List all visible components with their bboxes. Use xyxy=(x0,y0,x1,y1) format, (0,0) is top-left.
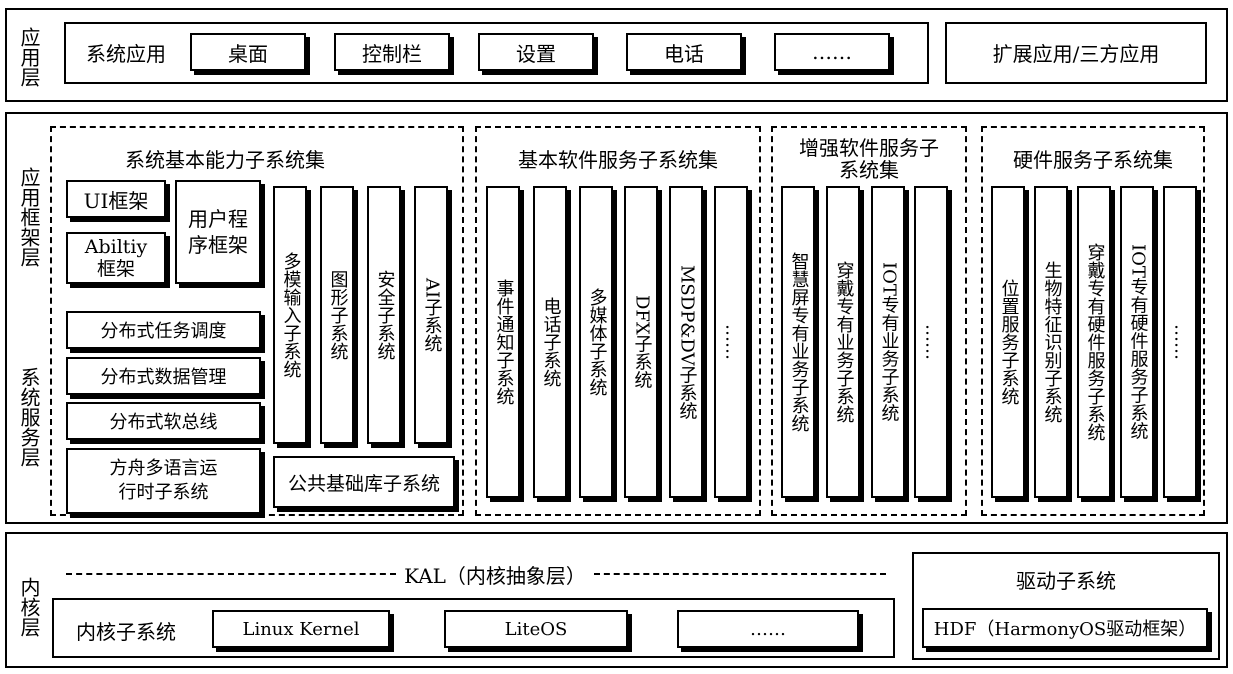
service-layer-label: 系统服务层 xyxy=(17,367,41,467)
basic-capability-group xyxy=(50,126,464,516)
enhanced-software-group xyxy=(771,126,967,516)
multimodal-input-subsystem[interactable]: 多模输入子系统 xyxy=(273,186,307,444)
ability-framework[interactable]: Abiltiy 框架 xyxy=(66,232,166,284)
biometric-subsystem[interactable]: 生物特征识别子系统 xyxy=(1034,186,1068,498)
telephony-subsystem[interactable]: 电话子系统 xyxy=(533,186,567,498)
basic-software-group xyxy=(475,126,761,516)
location-service-subsystem[interactable]: 位置服务子系统 xyxy=(991,186,1025,498)
kal-dashed-line-right xyxy=(594,573,886,575)
enhanced-software-more[interactable]: …… xyxy=(914,186,948,498)
kal-dashed-line-left xyxy=(66,573,396,575)
common-library-subsystem[interactable]: 公共基础库子系统 xyxy=(273,456,455,508)
framework-layer-label: 应用框架层 xyxy=(17,167,41,267)
security-subsystem[interactable]: 安全子系统 xyxy=(367,186,401,444)
app-desktop[interactable]: 桌面 xyxy=(190,33,306,71)
app-phone[interactable]: 电话 xyxy=(626,33,742,71)
dfx-subsystem[interactable]: DFX子系统 xyxy=(624,186,658,498)
wearable-business-subsystem[interactable]: 穿戴专有业务子系统 xyxy=(826,186,860,498)
enhanced-software-title: 增强软件服务子系统集 xyxy=(799,136,939,182)
basic-software-title: 基本软件服务子系统集 xyxy=(518,147,718,172)
kernel-layer-label: 内核层 xyxy=(17,577,41,637)
application-layer-label: 应用层 xyxy=(17,27,41,87)
app-more[interactable]: …… xyxy=(774,33,890,71)
ark-runtime-subsystem[interactable]: 方舟多语言运行时子系统 xyxy=(66,448,261,514)
system-apps-label: 系统应用 xyxy=(86,41,166,66)
kernel-liteos[interactable]: LiteOS xyxy=(444,610,628,648)
basic-capability-title: 系统基本能力子系统集 xyxy=(125,147,325,172)
msdp-dv-subsystem[interactable]: MSDP&DV子系统 xyxy=(669,186,703,498)
hdf-framework[interactable]: HDF（HarmonyOS驱动框架） xyxy=(922,608,1208,648)
driver-subsystem-title: 驱动子系统 xyxy=(1016,568,1116,593)
iot-hardware-subsystem[interactable]: IOT专有硬件服务子系统 xyxy=(1120,186,1154,498)
user-program-framework[interactable]: 用户程序框架 xyxy=(175,180,261,284)
ai-subsystem[interactable]: AI子系统 xyxy=(414,186,448,444)
event-notification-subsystem[interactable]: 事件通知子系统 xyxy=(486,186,520,498)
distributed-soft-bus[interactable]: 分布式软总线 xyxy=(66,402,261,440)
kal-label: KAL（内核抽象层） xyxy=(404,563,586,588)
basic-software-more[interactable]: …… xyxy=(714,186,748,498)
iot-business-subsystem[interactable]: IOT专有业务子系统 xyxy=(871,186,905,498)
wearable-hardware-subsystem[interactable]: 穿戴专有硬件服务子系统 xyxy=(1077,186,1111,498)
extension-apps-panel xyxy=(945,22,1207,84)
app-settings[interactable]: 设置 xyxy=(478,33,594,71)
ui-framework[interactable]: UI框架 xyxy=(66,180,166,218)
kernel-linux[interactable]: Linux Kernel xyxy=(212,610,390,648)
distributed-data-management[interactable]: 分布式数据管理 xyxy=(66,357,261,395)
hardware-more[interactable]: …… xyxy=(1163,186,1197,498)
kernel-more[interactable]: …… xyxy=(677,610,859,648)
kernel-subsystem-label: 内核子系统 xyxy=(76,619,176,644)
hardware-service-title: 硬件服务子系统集 xyxy=(1013,147,1173,172)
extension-apps-label: 扩展应用/三方应用 xyxy=(992,41,1160,66)
multimedia-subsystem[interactable]: 多媒体子系统 xyxy=(579,186,613,498)
app-control-bar[interactable]: 控制栏 xyxy=(334,33,450,71)
hardware-service-group xyxy=(981,126,1205,516)
distributed-task-scheduling[interactable]: 分布式任务调度 xyxy=(66,311,261,349)
graphics-subsystem[interactable]: 图形子系统 xyxy=(320,186,354,444)
smart-screen-subsystem[interactable]: 智慧屏专有业务子系统 xyxy=(781,186,815,498)
